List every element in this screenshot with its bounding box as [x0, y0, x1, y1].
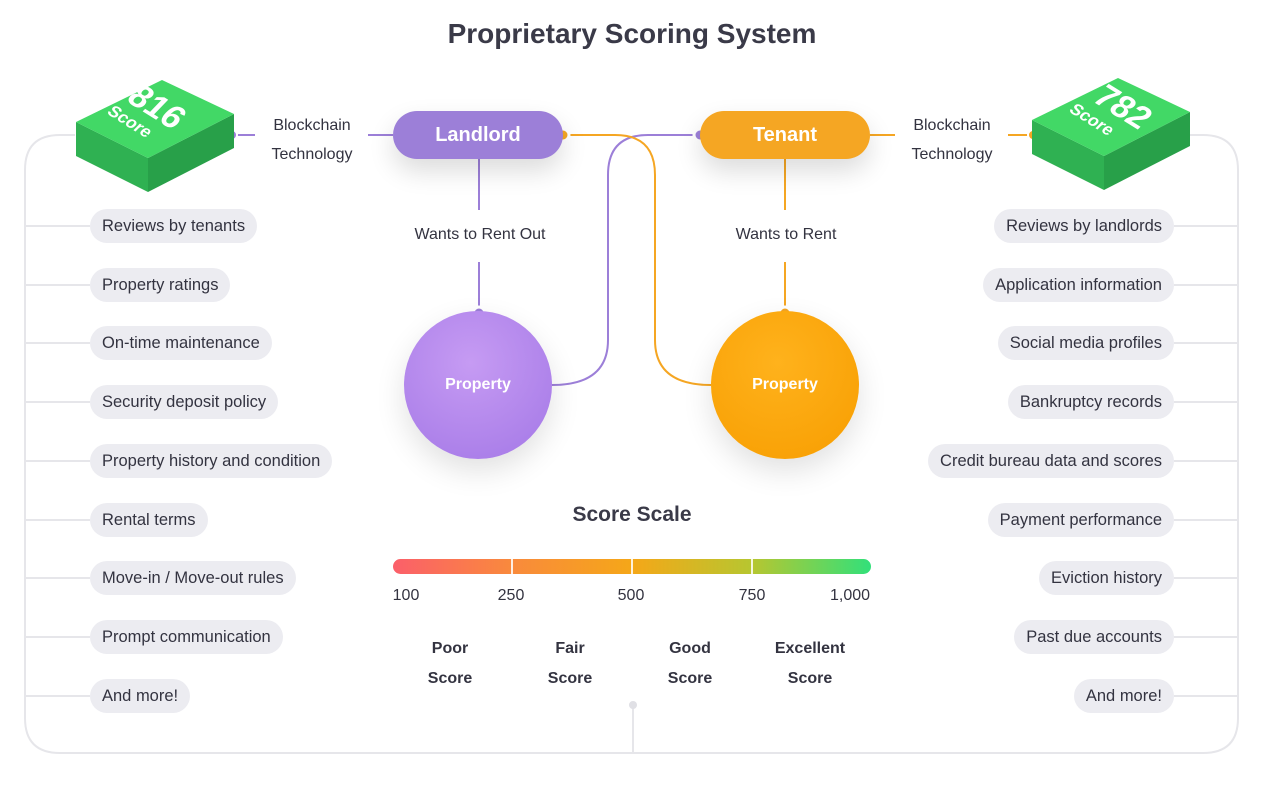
- scale-category-name: Excellent: [774, 640, 846, 657]
- landlord-blockchain-label: Blockchain Technology: [255, 111, 369, 169]
- tenant-blockchain-label: Blockchain Technology: [895, 111, 1009, 169]
- score-scale-title: Score Scale: [572, 503, 692, 526]
- landlord-factor-item: Prompt communication: [90, 620, 283, 654]
- tenant-tech-line2: Technology: [911, 146, 993, 163]
- tenant-node: Tenant: [700, 111, 870, 159]
- tenant-factor-item: Bankruptcy records: [1007, 385, 1174, 419]
- landlord-factor-item: On-time maintenance: [90, 326, 272, 360]
- landlord-factor-item: Security deposit policy: [90, 385, 279, 419]
- tenant-intent: Wants to Rent: [735, 226, 837, 243]
- landlord-factor-item: Move-in / Move-out rules: [90, 561, 296, 595]
- tenant-score-cube: 782 Score: [1028, 76, 1194, 194]
- landlord-tech-line2: Technology: [271, 146, 353, 163]
- scale-category-suffix: Score: [547, 670, 593, 687]
- scale-category-good: Good Score: [640, 634, 740, 694]
- right-branches: [1174, 225, 1238, 697]
- scale-tick-label: 250: [497, 587, 525, 604]
- landlord-factor-item: Property history and condition: [90, 444, 333, 478]
- outer-frame: [24, 134, 1239, 754]
- scale-category-excellent: Excellent Score: [760, 634, 860, 694]
- scale-category-name: Good: [669, 640, 711, 657]
- landlord-factor-item: Reviews by tenants: [90, 209, 258, 243]
- scale-category-name: Poor: [431, 640, 469, 657]
- scale-tick-label: 750: [738, 587, 766, 604]
- landlord-tech-line1: Blockchain: [273, 117, 351, 134]
- tenant-factor-item: Application information: [983, 268, 1174, 302]
- tenant-factor-item: Eviction history: [1039, 561, 1174, 595]
- landlord-factor-item: Property ratings: [90, 268, 231, 302]
- scale-category-poor: Poor Score: [400, 634, 500, 694]
- landlord-intent: Wants to Rent Out: [414, 226, 546, 243]
- tenant-tech-line1: Blockchain: [913, 117, 991, 134]
- tenant-factor-item: Reviews by landlords: [994, 209, 1174, 243]
- landlord-score-cube: 816 Score: [72, 78, 238, 196]
- scale-category-suffix: Score: [667, 670, 713, 687]
- scale-divider: [511, 559, 513, 574]
- left-branches: [25, 225, 90, 697]
- scale-tick-label: 1,000: [829, 587, 871, 604]
- scale-category-name: Fair: [555, 640, 585, 657]
- tenant-factor-item: Payment performance: [987, 503, 1174, 537]
- scale-divider: [751, 559, 753, 574]
- landlord-node: Landlord: [393, 111, 563, 159]
- page-title: Proprietary Scoring System: [447, 18, 817, 49]
- scale-category-suffix: Score: [787, 670, 833, 687]
- scale-tick-label: 500: [617, 587, 645, 604]
- tenant-property-circle: Property: [711, 311, 859, 459]
- landlord-factor-item: And more!: [90, 679, 191, 713]
- tenant-factor-item: Credit bureau data and scores: [928, 444, 1174, 478]
- scale-divider: [631, 559, 633, 574]
- tenant-factor-item: And more!: [1073, 679, 1174, 713]
- scale-category-fair: Fair Score: [520, 634, 620, 694]
- scale-category-suffix: Score: [427, 670, 473, 687]
- landlord-property-circle: Property: [404, 311, 552, 459]
- landlord-factor-item: Rental terms: [90, 503, 208, 537]
- scale-tick-label: 100: [392, 587, 420, 604]
- tenant-factor-item: Social media profiles: [997, 326, 1174, 360]
- tenant-factor-item: Past due accounts: [1014, 620, 1174, 654]
